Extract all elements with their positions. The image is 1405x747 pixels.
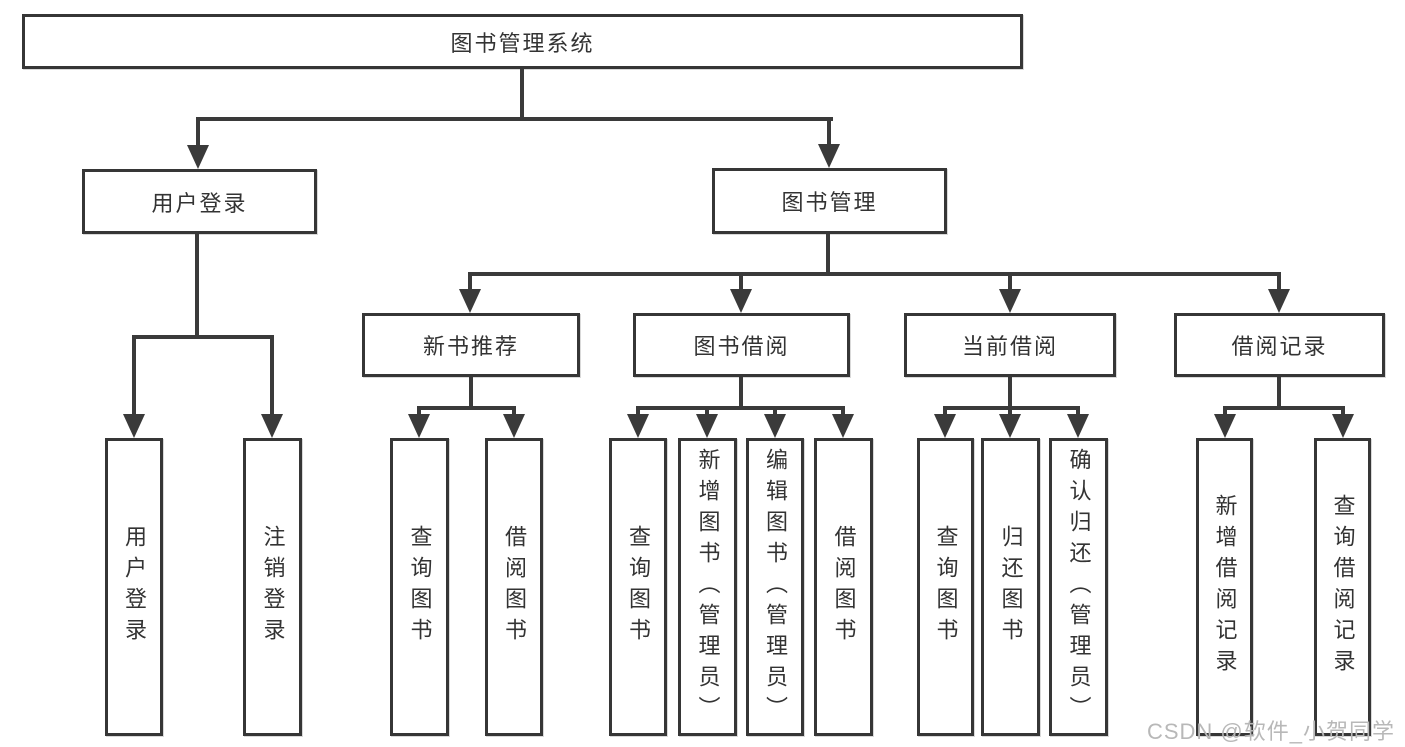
edge-level3-bus <box>468 272 1281 276</box>
edge-to-leaf-return-book <box>1008 406 1012 416</box>
node-borrow-records: 借阅记录 <box>1174 313 1385 377</box>
arrowhead-leaf-login <box>123 414 145 438</box>
node-library-system: 图书管理系统 <box>22 14 1023 69</box>
edge-to-leaf-add-record <box>1223 406 1227 416</box>
edge-new-book-stub <box>469 377 473 410</box>
edge-book-borrow-bus <box>636 406 845 410</box>
node-leaf-query-borrow-record: 查询借阅记录 <box>1314 438 1371 736</box>
arrowhead-leaf-query-record <box>1332 414 1354 438</box>
arrowhead-leaf-confirm-return <box>1067 414 1089 438</box>
arrowhead-leaf-edit-book <box>764 414 786 438</box>
edge-to-leaf-confirm-return <box>1076 406 1080 416</box>
node-leaf-borrow-books-recommend: 借阅图书 <box>485 438 543 736</box>
node-book-management: 图书管理 <box>712 168 947 234</box>
edge-root-stub <box>520 69 524 119</box>
edge-to-leaf-query-1 <box>417 406 421 416</box>
edge-to-leaf-add-book <box>705 406 709 416</box>
arrowhead-leaf-query-2 <box>627 414 649 438</box>
edge-to-leaf-borrow-2 <box>841 406 845 416</box>
node-user-login: 用户登录 <box>82 169 317 234</box>
node-leaf-logout: 注销登录 <box>243 438 302 736</box>
node-leaf-add-borrow-record: 新增借阅记录 <box>1196 438 1253 736</box>
node-book-borrow: 图书借阅 <box>633 313 850 377</box>
node-leaf-borrow-books: 借阅图书 <box>814 438 873 736</box>
edge-to-leaf-borrow-1 <box>512 406 516 416</box>
node-leaf-confirm-return-admin: 确认归还（管理员） <box>1049 438 1108 736</box>
edge-user-login-stub <box>195 234 199 338</box>
edge-user-login-bus <box>132 335 274 339</box>
edge-current-borrow-stub <box>1008 377 1012 410</box>
edge-borrow-records-bus <box>1223 406 1345 410</box>
node-leaf-query-books-borrow: 查询图书 <box>609 438 667 736</box>
edge-to-leaf-logout <box>270 335 274 415</box>
arrowhead-current-borrow <box>999 289 1021 313</box>
node-leaf-edit-book-admin: 编辑图书（管理员） <box>746 438 804 736</box>
edge-to-user-login <box>196 117 200 145</box>
edge-new-book-bus <box>417 406 516 410</box>
edge-to-leaf-query-record <box>1341 406 1345 416</box>
edge-to-leaf-query-3 <box>943 406 947 416</box>
arrowhead-leaf-add-record <box>1214 414 1236 438</box>
arrowhead-leaf-query-1 <box>408 414 430 438</box>
edge-book-borrow-stub <box>739 377 743 410</box>
node-leaf-query-books-current: 查询图书 <box>917 438 974 736</box>
edge-to-book-management <box>827 117 831 145</box>
arrowhead-borrow-records <box>1268 289 1290 313</box>
node-current-borrow: 当前借阅 <box>904 313 1116 377</box>
arrowhead-leaf-borrow-1 <box>503 414 525 438</box>
edge-borrow-records-stub <box>1277 377 1281 410</box>
edge-book-management-stub <box>826 234 830 276</box>
edge-to-borrow-records <box>1277 272 1281 290</box>
edge-level2-bus <box>196 117 833 121</box>
edge-to-leaf-edit-book <box>773 406 777 416</box>
edge-to-leaf-login <box>132 335 136 415</box>
node-new-book-recommend: 新书推荐 <box>362 313 580 377</box>
node-leaf-query-books-recommend: 查询图书 <box>390 438 449 736</box>
arrowhead-user-login <box>187 145 209 169</box>
arrowhead-leaf-add-book <box>696 414 718 438</box>
arrowhead-book-management <box>818 144 840 168</box>
node-leaf-add-book-admin: 新增图书（管理员） <box>678 438 737 736</box>
arrowhead-leaf-return-book <box>999 414 1021 438</box>
node-leaf-return-book: 归还图书 <box>981 438 1040 736</box>
arrowhead-leaf-borrow-2 <box>832 414 854 438</box>
edge-to-leaf-query-2 <box>636 406 640 416</box>
edge-to-current-borrow <box>1008 272 1012 290</box>
node-leaf-user-login: 用户登录 <box>105 438 163 736</box>
arrowhead-leaf-query-3 <box>934 414 956 438</box>
csdn-watermark: CSDN @软件_小贺同学 <box>1146 719 1395 744</box>
arrowhead-leaf-logout <box>261 414 283 438</box>
edge-to-new-book <box>468 272 472 290</box>
arrowhead-book-borrow <box>730 289 752 313</box>
edge-to-book-borrow <box>739 272 743 290</box>
arrowhead-new-book <box>459 289 481 313</box>
